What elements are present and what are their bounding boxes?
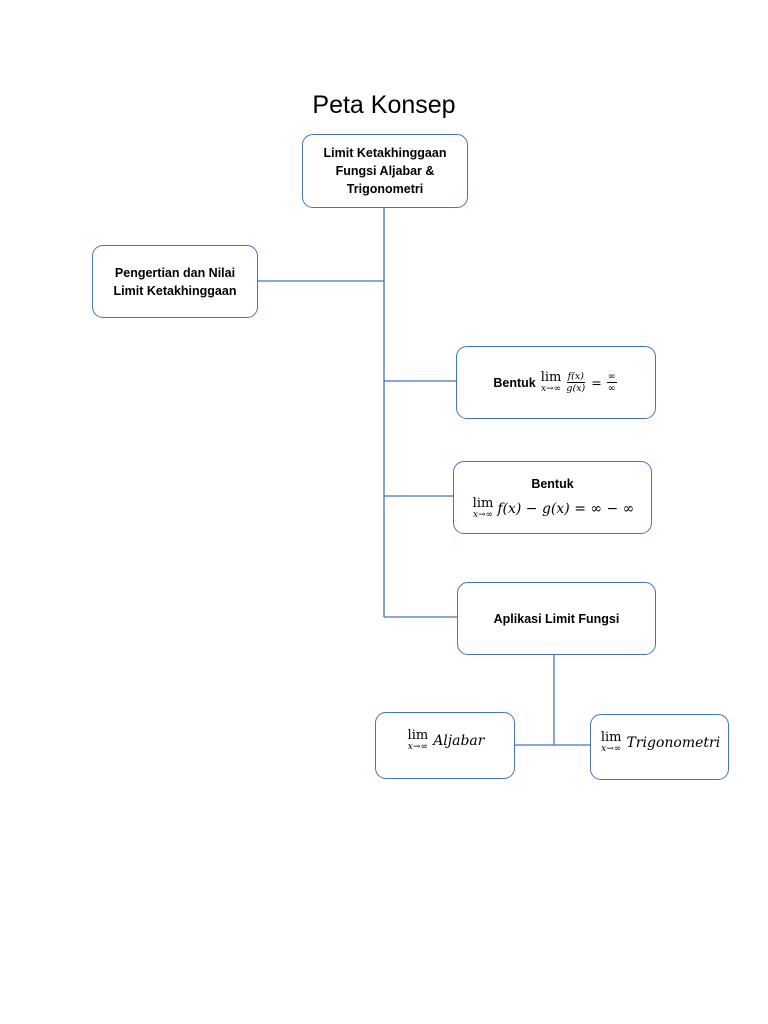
aljabar-lim-sub: x→∞ xyxy=(407,742,428,752)
bentuk-fraction-lim: lim x→∞ xyxy=(541,371,562,394)
bentuk-difference-lim-sub: x→∞ xyxy=(472,510,494,520)
bentuk-fraction-result: ∞ ∞ xyxy=(606,371,617,394)
node-bentuk-difference: Bentuk lim x→∞ f(x) − g(x) = ∞ − ∞ xyxy=(453,461,652,534)
aplikasi-label: Aplikasi Limit Fungsi xyxy=(493,611,620,626)
node-root-line-1: Limit Ketakhinggaan xyxy=(323,146,447,160)
trigonometri-label: Trigonometri xyxy=(626,734,721,751)
node-pengertian-line-1: Pengertian dan Nilai xyxy=(114,265,236,280)
aljabar-label: Aljabar xyxy=(433,732,485,749)
bentuk-fraction-result-denominator: ∞ xyxy=(607,383,616,394)
bentuk-fraction-fg: f(x) g(x) xyxy=(565,371,586,394)
node-trigonometri: lim x→∞ Trigonometri xyxy=(590,714,729,780)
aljabar-lim: lim x→∞ xyxy=(408,729,429,752)
trigonometri-lim-word: lim xyxy=(600,730,622,745)
bentuk-fraction-label: Bentuk xyxy=(493,375,536,390)
bentuk-fraction-result-numerator: ∞ xyxy=(606,371,617,383)
aljabar-lim-word: lim xyxy=(407,728,429,743)
bentuk-difference-lim-word: lim xyxy=(472,496,494,511)
bentuk-fraction-equals: = xyxy=(591,374,602,390)
node-aplikasi: Aplikasi Limit Fungsi xyxy=(457,582,656,655)
node-pengertian-line-2: Limit Ketakhinggaan xyxy=(113,283,237,298)
bentuk-difference-expression: f(x) − g(x) = ∞ − ∞ xyxy=(497,500,635,517)
bentuk-fraction-lim-word: lim xyxy=(540,370,562,385)
node-root-line-2: Fungsi Aljabar & xyxy=(335,164,435,178)
node-root-line-3: Trigonometri xyxy=(346,182,424,196)
node-aljabar: lim x→∞ Aljabar xyxy=(375,712,515,779)
trigonometri-lim-sub: x→∞ xyxy=(601,744,622,754)
bentuk-fraction-numerator: f(x) xyxy=(566,371,585,383)
node-root: Limit Ketakhinggaan Fungsi Aljabar & Tri… xyxy=(302,134,468,208)
page-title: Peta Konsep xyxy=(312,91,456,119)
bentuk-difference-label: Bentuk xyxy=(531,477,574,491)
bentuk-difference-lim: lim x→∞ xyxy=(473,497,494,520)
node-pengertian: Pengertian dan Nilai Limit Ketakhinggaan xyxy=(92,245,258,318)
bentuk-fraction-denominator: g(x) xyxy=(566,383,586,394)
bentuk-fraction-lim-sub: x→∞ xyxy=(540,384,562,394)
node-bentuk-fraction: Bentuk lim x→∞ f(x) g(x) = ∞ ∞ xyxy=(456,346,656,419)
trigonometri-lim: lim x→∞ xyxy=(601,731,622,754)
